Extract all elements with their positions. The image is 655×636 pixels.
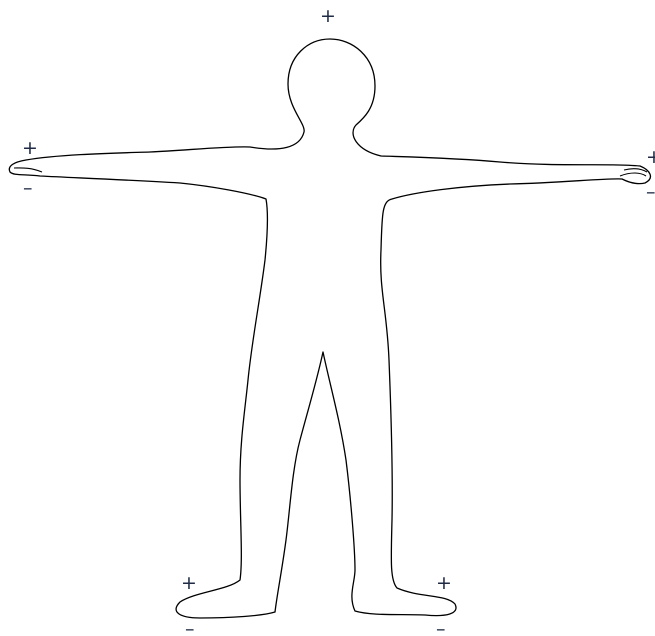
left-hand-plus-sign: +	[22, 137, 38, 159]
body-outline	[9, 39, 650, 618]
head-plus-sign: +	[320, 5, 336, 27]
right-foot-minus-sign: –	[436, 618, 446, 636]
right-hand-finger-line-2	[624, 169, 647, 172]
right-hand-plus-sign: +	[646, 146, 655, 168]
right-foot-plus-sign: +	[436, 572, 452, 594]
right-hand-minus-sign: –	[646, 181, 655, 203]
left-hand-minus-sign: –	[23, 177, 33, 199]
left-foot-plus-sign: +	[181, 572, 197, 594]
left-hand-finger-line	[14, 168, 42, 172]
right-hand-finger-line	[620, 173, 646, 176]
left-foot-minus-sign: –	[185, 618, 195, 636]
